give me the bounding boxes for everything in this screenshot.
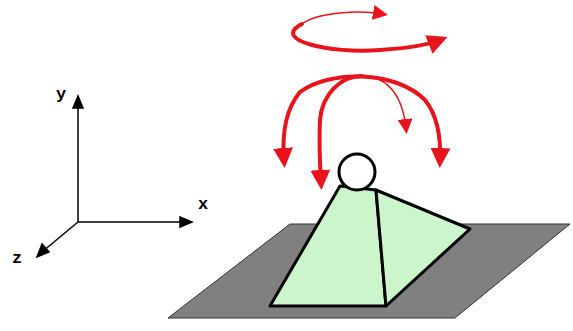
pitch-arrow (320, 76, 362, 182)
z-axis-head (37, 244, 49, 257)
y-axis-head (73, 96, 83, 108)
axes (37, 96, 192, 257)
pyramid-right-face (376, 190, 470, 306)
x-axis-head (180, 217, 192, 227)
roll-arrow-left (283, 92, 300, 160)
yaw-arrow (293, 24, 440, 51)
y-axis (77, 100, 79, 222)
axis-label: x (198, 196, 208, 213)
x-axis (78, 221, 186, 223)
yaw-arrow-thin (302, 12, 382, 24)
ball-joint (339, 154, 375, 190)
rotation-arrows (283, 12, 440, 182)
axis-label: z (12, 250, 22, 267)
pyramid-left-face (270, 186, 386, 306)
z-axis (42, 222, 78, 252)
axis-label: y (56, 86, 66, 103)
pitch-arrow-thin (362, 76, 406, 128)
